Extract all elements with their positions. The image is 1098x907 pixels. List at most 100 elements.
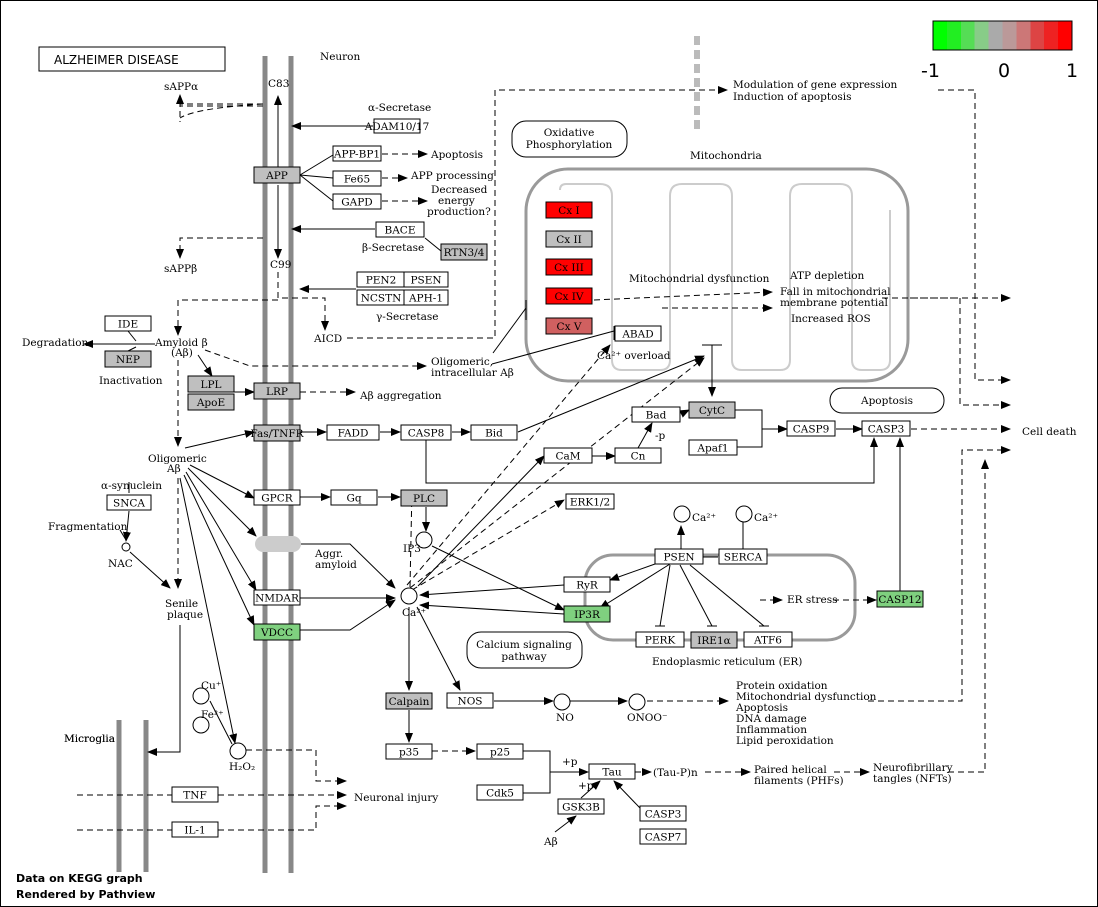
gene-node-IL1[interactable]: IL-1 xyxy=(171,821,219,838)
gene-node-box[interactable] xyxy=(588,763,636,780)
gene-node-CASP7[interactable]: CASP7 xyxy=(639,828,687,845)
gene-node-APPBP1[interactable]: APP-BP1 xyxy=(332,145,382,162)
gene-node-box[interactable] xyxy=(326,424,380,441)
gene-node-box[interactable] xyxy=(470,424,518,441)
gene-node-box[interactable] xyxy=(403,271,449,288)
gene-node-CASP9[interactable]: CASP9 xyxy=(786,420,836,437)
gene-node-VDCC[interactable]: VDCC xyxy=(253,623,301,641)
gene-node-box[interactable] xyxy=(563,576,611,593)
gene-node-CytC[interactable]: CytC xyxy=(688,401,736,419)
gene-node-box[interactable] xyxy=(171,786,219,803)
gene-node-box[interactable] xyxy=(557,798,605,815)
map-calcium-signaling[interactable] xyxy=(466,631,583,669)
gene-node-box[interactable] xyxy=(476,784,524,801)
gene-node-box[interactable] xyxy=(375,221,425,238)
gene-node-box[interactable] xyxy=(690,631,738,649)
gene-node-box[interactable] xyxy=(104,315,152,332)
gene-node-Fe65[interactable]: Fe65 xyxy=(332,170,382,187)
gene-node-Cdk5[interactable]: Cdk5 xyxy=(476,784,524,801)
gene-node-box[interactable] xyxy=(253,166,301,184)
gene-node-CxV[interactable]: Cx V xyxy=(545,317,593,335)
gene-node-CaM[interactable]: CaM xyxy=(543,447,593,464)
gene-node-FADD[interactable]: FADD xyxy=(326,424,380,441)
gene-node-LRP[interactable]: LRP xyxy=(253,382,301,400)
gene-node-box[interactable] xyxy=(373,118,421,134)
gene-node-RyR[interactable]: RyR xyxy=(563,576,611,593)
gene-node-box[interactable] xyxy=(545,258,593,276)
gene-node-box[interactable] xyxy=(563,605,611,623)
gene-node-NMDAR[interactable]: NMDAR xyxy=(253,589,301,606)
gene-node-box[interactable] xyxy=(718,548,768,565)
gene-node-box[interactable] xyxy=(545,201,593,219)
gene-node-box[interactable] xyxy=(187,393,235,411)
gene-node-CxIII[interactable]: Cx III xyxy=(545,258,593,276)
gene-node-p25[interactable]: p25 xyxy=(476,743,524,760)
gene-node-ATF6[interactable]: ATF6 xyxy=(743,631,793,648)
gene-node-APP[interactable]: APP xyxy=(253,166,301,184)
gene-node-box[interactable] xyxy=(440,243,488,261)
gene-node-box[interactable] xyxy=(639,805,687,822)
gene-node-GSK3B[interactable]: GSK3B xyxy=(557,798,605,815)
gene-node-CxI[interactable]: Cx I xyxy=(545,201,593,219)
gene-node-box[interactable] xyxy=(688,401,736,419)
gene-node-SNCA[interactable]: SNCA xyxy=(106,494,152,511)
gene-node-p35[interactable]: p35 xyxy=(385,743,433,760)
gene-node-box[interactable] xyxy=(876,590,924,608)
gene-node-box[interactable] xyxy=(543,447,593,464)
gene-node-RTN3_4[interactable]: RTN3/4 xyxy=(440,243,488,261)
gene-node-Tau[interactable]: Tau xyxy=(588,763,636,780)
map-oxidative-phosphorylation[interactable] xyxy=(511,120,628,158)
gene-node-IRE1a[interactable]: IRE1α xyxy=(690,631,738,649)
gene-node-CxIV[interactable]: Cx IV xyxy=(545,287,593,305)
gene-node-box[interactable] xyxy=(476,743,524,760)
map-apoptosis[interactable] xyxy=(829,387,945,414)
gene-node-ApoE[interactable]: ApoE xyxy=(187,393,235,411)
gene-node-PSEN[interactable]: PSEN xyxy=(654,548,704,565)
gene-node-box[interactable] xyxy=(545,287,593,305)
gene-node-box[interactable] xyxy=(654,548,704,565)
gene-node-PSEN_g[interactable]: PSEN xyxy=(403,271,449,288)
gene-node-CASP12[interactable]: CASP12 xyxy=(876,590,924,608)
gene-node-CASP3a[interactable]: CASP3 xyxy=(861,420,911,437)
gene-node-Bid[interactable]: Bid xyxy=(470,424,518,441)
gene-node-box[interactable] xyxy=(614,447,662,464)
gene-node-box[interactable] xyxy=(171,821,219,838)
gene-node-box[interactable] xyxy=(385,743,433,760)
gene-node-PEN2[interactable]: PEN2 xyxy=(356,271,406,288)
gene-node-box[interactable] xyxy=(614,325,662,342)
gene-node-box[interactable] xyxy=(545,230,593,248)
gene-node-box[interactable] xyxy=(565,493,615,510)
gene-node-box[interactable] xyxy=(861,420,911,437)
gene-node-Apaf1[interactable]: Apaf1 xyxy=(688,439,738,456)
gene-node-Gq[interactable]: Gq xyxy=(330,489,378,506)
gene-node-box[interactable] xyxy=(253,623,301,641)
gene-node-NCSTN[interactable]: NCSTN xyxy=(356,289,406,306)
gene-node-box[interactable] xyxy=(253,489,301,506)
gene-node-box[interactable] xyxy=(400,489,448,507)
gene-node-box[interactable] xyxy=(104,350,152,368)
gene-node-BACE[interactable]: BACE xyxy=(375,221,425,238)
gene-node-IP3R[interactable]: IP3R xyxy=(563,605,611,623)
gene-node-Bad[interactable]: Bad xyxy=(631,406,681,423)
gene-node-TNF[interactable]: TNF xyxy=(171,786,219,803)
gene-node-Cn[interactable]: Cn xyxy=(614,447,662,464)
gene-node-CASP8[interactable]: CASP8 xyxy=(400,424,452,441)
gene-node-box[interactable] xyxy=(400,424,452,441)
gene-node-NEP[interactable]: NEP xyxy=(104,350,152,368)
gene-node-CASP3b[interactable]: CASP3 xyxy=(639,805,687,822)
gene-node-box[interactable] xyxy=(786,420,836,437)
gene-node-box[interactable] xyxy=(545,317,593,335)
gene-node-box[interactable] xyxy=(332,145,382,162)
gene-node-box[interactable] xyxy=(253,382,301,400)
gene-node-IDE[interactable]: IDE xyxy=(104,315,152,332)
gene-node-box[interactable] xyxy=(635,631,685,648)
gene-node-box[interactable] xyxy=(631,406,681,423)
gene-node-FasTNFR[interactable]: Fas/TNFR xyxy=(250,424,305,442)
gene-node-GAPD[interactable]: GAPD xyxy=(332,193,382,210)
gene-node-ABAD[interactable]: ABAD xyxy=(614,325,662,342)
gene-node-box[interactable] xyxy=(253,589,301,606)
gene-node-box[interactable] xyxy=(688,439,738,456)
gene-node-box[interactable] xyxy=(446,692,494,709)
gene-node-APH1[interactable]: APH-1 xyxy=(403,289,449,306)
gene-node-ERK12[interactable]: ERK1/2 xyxy=(565,493,615,510)
